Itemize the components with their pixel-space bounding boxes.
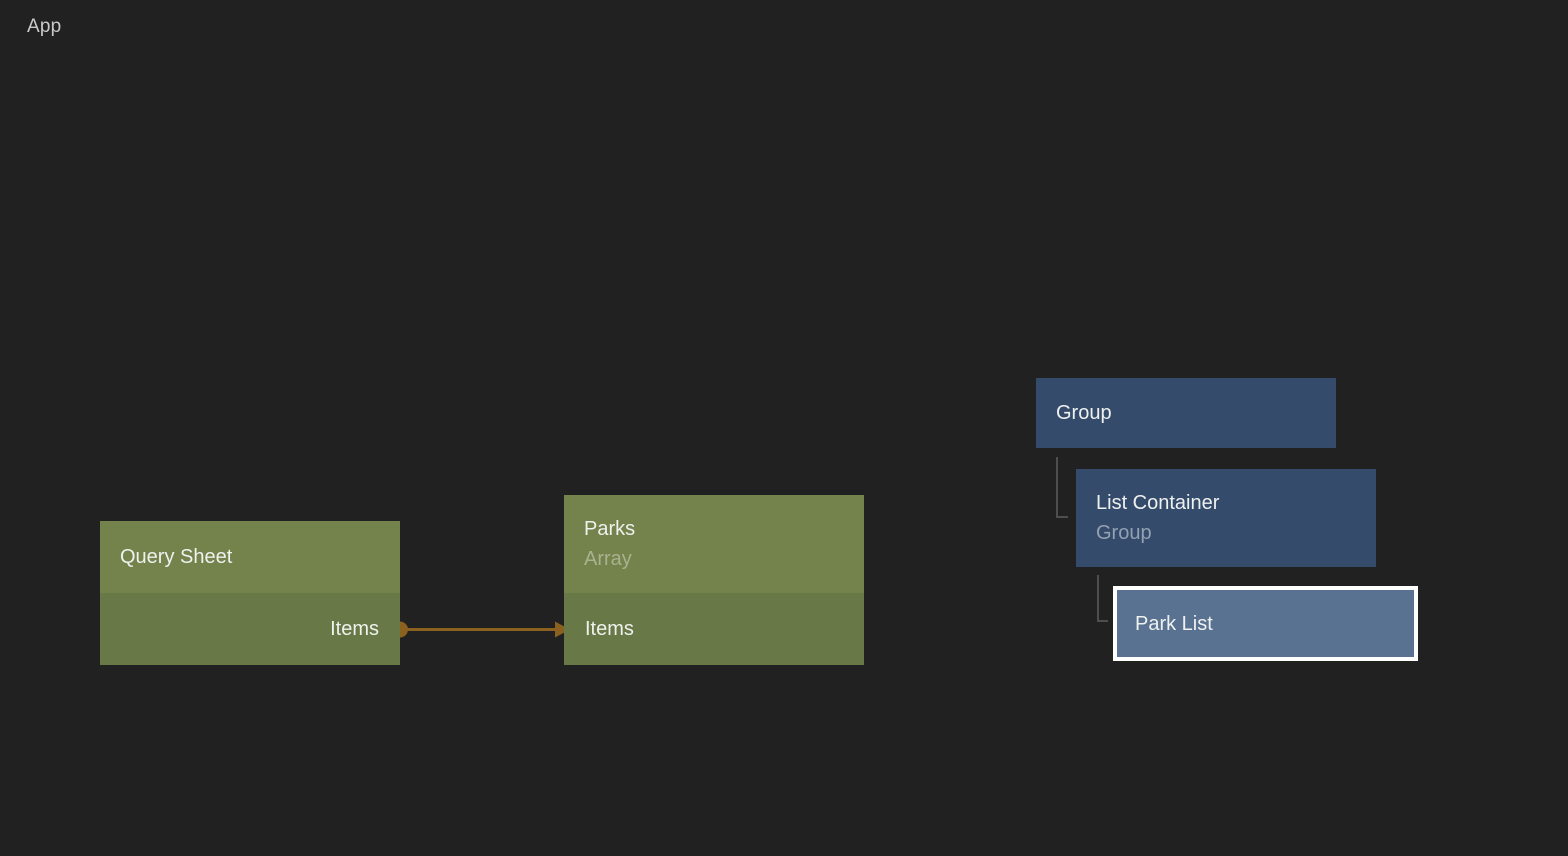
node-group[interactable]: Group bbox=[1036, 378, 1336, 448]
node-title: Group bbox=[1056, 402, 1112, 424]
node-subtitle: Group bbox=[1096, 522, 1152, 544]
node-subtitle: Array bbox=[584, 548, 632, 570]
input-port-label: Items bbox=[585, 617, 634, 640]
node-title: Park List bbox=[1135, 612, 1213, 635]
node-title: Parks bbox=[584, 518, 636, 540]
edge-query-sheet-to-parks[interactable] bbox=[392, 621, 570, 638]
tree-connector bbox=[1056, 457, 1068, 518]
node-parks[interactable]: Parks Array Items bbox=[564, 495, 864, 665]
node-title: Query Sheet bbox=[120, 546, 233, 568]
node-port-row[interactable]: Items bbox=[100, 593, 400, 665]
node-port-row[interactable]: Items bbox=[564, 593, 864, 665]
node-header[interactable]: Query Sheet bbox=[100, 521, 400, 593]
output-port-label: Items bbox=[330, 617, 379, 640]
node-park-list-selected[interactable]: Park List bbox=[1113, 586, 1418, 661]
tree-connector bbox=[1097, 575, 1108, 622]
app-title: App bbox=[27, 16, 62, 37]
node-list-container[interactable]: List Container Group bbox=[1076, 469, 1376, 567]
node-title: List Container bbox=[1096, 492, 1220, 514]
node-header[interactable]: Parks Array bbox=[564, 495, 864, 593]
node-query-sheet[interactable]: Query Sheet Items bbox=[100, 521, 400, 665]
